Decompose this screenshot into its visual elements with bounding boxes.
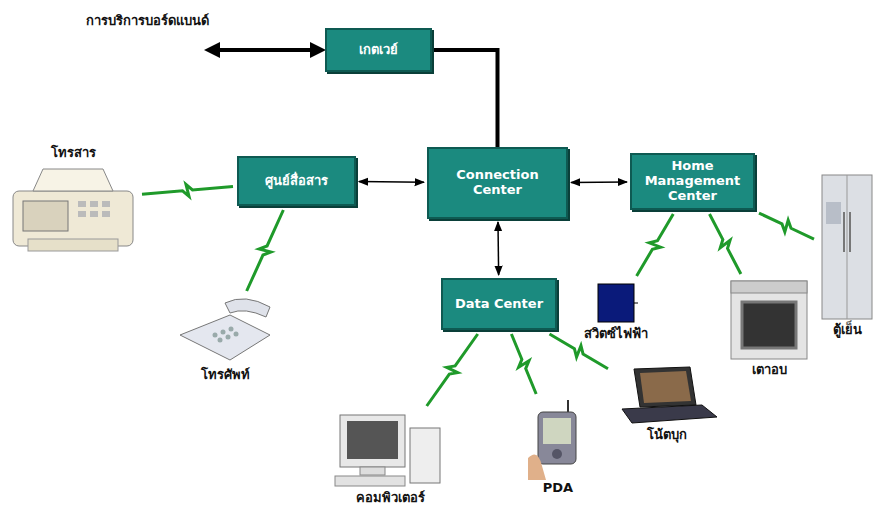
device-node: โทรสาร [8, 145, 138, 256]
box-label: ศูนย์สื่อสาร [261, 172, 332, 191]
wireless-link [427, 334, 478, 406]
box-label: Data Center [451, 295, 547, 314]
box-label: Home Management Center [632, 157, 753, 206]
box-label: เกตเวย์ [355, 41, 402, 60]
device-node: สวิตซ์ไฟฟ้า [584, 280, 648, 342]
gateway-link [432, 50, 498, 147]
process-box: เกตเวย์ [325, 28, 432, 72]
device-node: ตู้เย็น [818, 172, 876, 338]
device-node: เตาอบ [728, 278, 810, 378]
phone-picture [170, 295, 280, 367]
service-label: การบริการบอร์ดแบนด์ [86, 10, 209, 31]
device-label: PDA [543, 480, 573, 496]
device-node: PDA [528, 398, 588, 496]
wireless-link [709, 214, 740, 274]
wireless-link [511, 334, 536, 394]
device-node: โน้ตบุก [612, 365, 722, 443]
fax-picture [8, 161, 138, 256]
box-label: Connection Center [429, 166, 566, 200]
sw-picture [594, 280, 638, 326]
device-node: โทรศัพท์ [170, 295, 280, 383]
link-arrow [359, 181, 424, 183]
process-box: Data Center [441, 278, 557, 330]
pda-picture [528, 398, 588, 480]
device-label: ตู้เย็น [833, 322, 862, 338]
device-label: เตาอบ [752, 362, 787, 378]
wireless-link [142, 185, 233, 197]
device-label: โน้ตบุก [647, 427, 687, 443]
device-label: คอมพิวเตอร์ [356, 490, 425, 506]
device-label: โทรศัพท์ [201, 367, 250, 383]
fridge-picture [818, 172, 876, 322]
wireless-link [247, 210, 284, 291]
wireless-link [759, 213, 814, 239]
broadband-arrow [212, 48, 318, 52]
device-label: สวิตซ์ไฟฟ้า [584, 326, 648, 342]
device-node: คอมพิวเตอร์ [330, 410, 450, 506]
oven-picture [728, 278, 810, 362]
device-label: โทรสาร [51, 145, 96, 161]
process-box: Connection Center [427, 147, 568, 219]
laptop-picture [612, 365, 722, 427]
wireless-link [637, 214, 674, 276]
link-arrow [497, 222, 499, 275]
link-arrow [571, 181, 627, 183]
process-box: ศูนย์สื่อสาร [237, 156, 356, 206]
computer-picture [330, 410, 450, 490]
process-box: Home Management Center [630, 153, 755, 210]
